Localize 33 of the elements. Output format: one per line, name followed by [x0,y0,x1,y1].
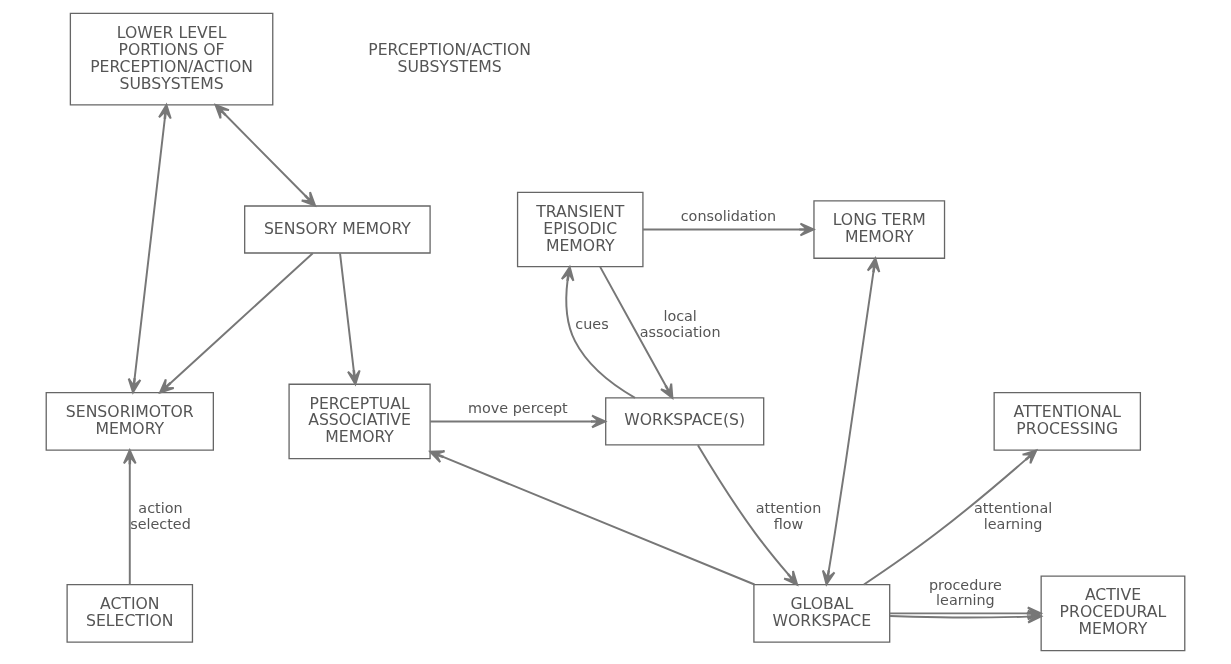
edge-label: procedure learning [928,576,1002,609]
edge-label: attentional learning [973,500,1053,532]
arrow [214,103,317,207]
edge-label: attention flow [755,500,822,532]
node-box: LONG TERM MEMORY [813,200,946,259]
arrow [560,266,636,399]
node-box: GLOBAL WORKSPACE [753,584,891,643]
arrow [696,444,799,586]
node-box: PERCEPTUAL ASSOCIATIVE MEMORY [288,383,431,460]
arrow [863,449,1038,586]
arrow [159,252,314,394]
edge-label: move percept [468,400,568,417]
node-box: ACTIVE PROCEDURAL MEMORY [1040,575,1186,652]
label: PERCEPTION/ACTION SUBSYSTEMS [368,39,532,76]
arrow [429,450,756,586]
node-box: TRANSIENT EPISODIC MEMORY [516,191,644,268]
node-box: SENSORY MEMORY [244,205,431,254]
node-box: ACTION SELECTION [66,584,194,643]
arrow [599,265,674,399]
arrow [429,414,607,429]
edge-label: cues [575,316,609,333]
node-box: SENSORIMOTOR MEMORY [45,392,214,451]
node-box: ATTENTIONAL PROCESSING [993,392,1142,451]
arrow [641,222,815,237]
arrow [127,103,172,394]
edge-label: local association [639,308,721,340]
arrow [122,449,137,586]
node-box: LOWER LEVEL PORTIONS OF PERCEPTION/ACTION SUBSYSTEMS [69,12,274,106]
edge-label: consolidation [680,208,777,225]
node-box: WORKSPACE(S) [605,397,765,446]
arrow [821,257,881,586]
edge-label: action selected [130,500,191,532]
arrow [339,252,361,386]
